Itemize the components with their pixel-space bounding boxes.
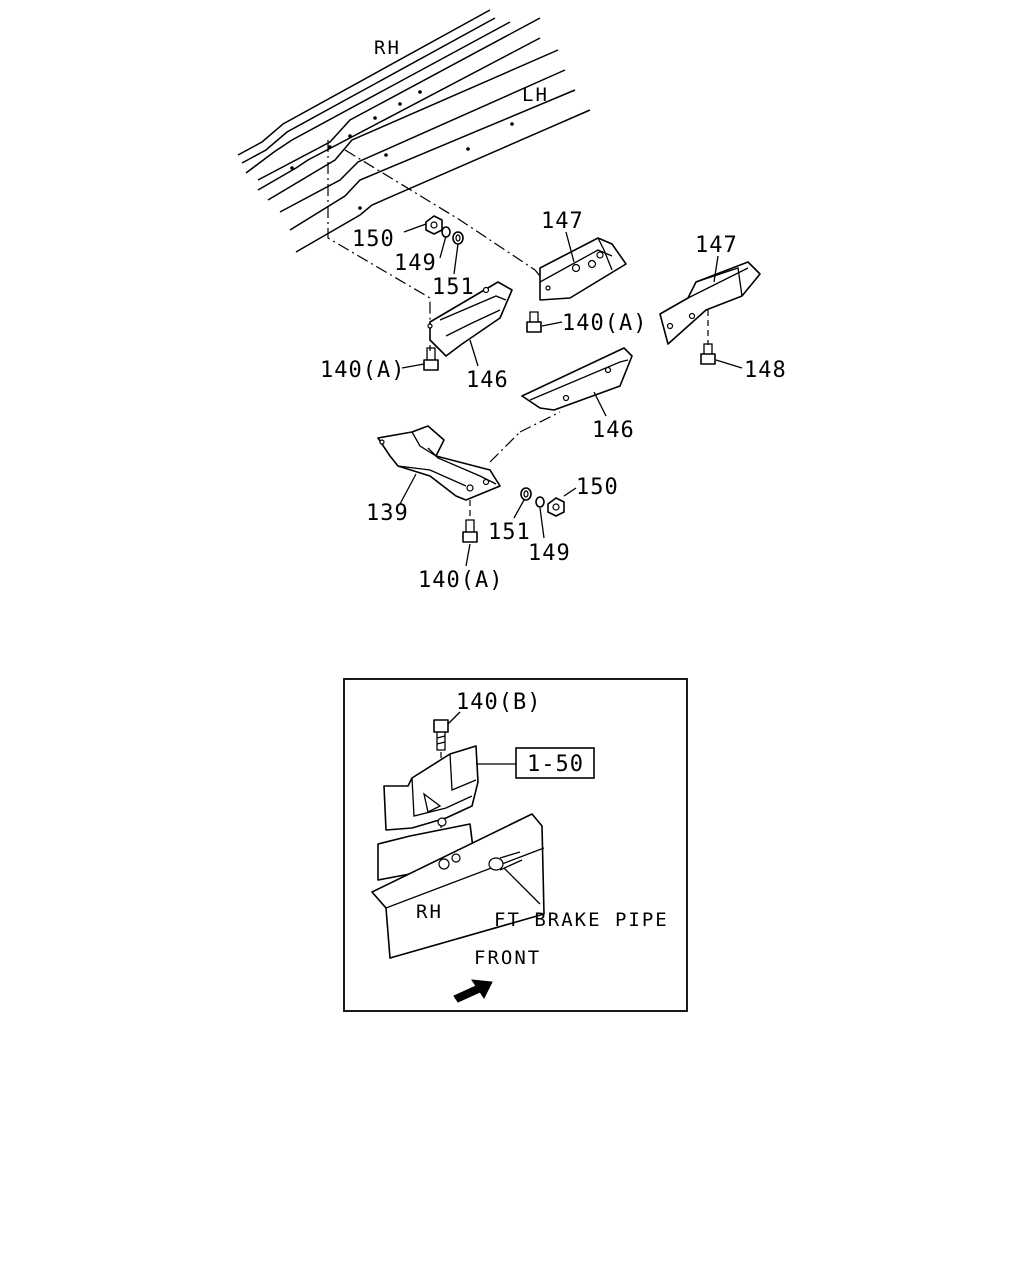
leader-lines xyxy=(399,223,743,567)
frame-rails xyxy=(237,9,591,253)
bracket-147-left xyxy=(539,237,627,301)
bolt-140a-bottom xyxy=(462,519,478,543)
label-140a-bottom: 140(A) xyxy=(418,568,503,593)
label-150-lower: 150 xyxy=(576,475,619,500)
label-lh: LH xyxy=(522,84,549,106)
bracket-139 xyxy=(377,425,501,501)
callout-labels: RH LH 147 147 150 149 151 140(A) 140(A) … xyxy=(320,37,787,593)
ref-box xyxy=(515,747,595,779)
inset-bolt-140b xyxy=(433,719,449,751)
label-140a-left: 140(A) xyxy=(320,358,405,383)
label-rh: RH xyxy=(374,37,401,59)
label-149-upper: 149 xyxy=(394,251,437,276)
bolt-148 xyxy=(700,343,716,365)
fasteners xyxy=(423,215,716,543)
bracket-147-right xyxy=(659,261,761,345)
label-151-lower: 151 xyxy=(488,520,531,545)
label-146-lower: 146 xyxy=(592,418,635,443)
label-149-lower: 149 xyxy=(528,541,571,566)
bracket-146-lower xyxy=(521,347,633,411)
inset-rh-rail xyxy=(371,813,545,959)
inset-front-label: FRONT xyxy=(474,947,541,969)
front-arrow-icon xyxy=(453,979,493,1003)
bolt-140a-left xyxy=(423,347,439,371)
label-146-upper: 146 xyxy=(466,368,509,393)
label-150-upper: 150 xyxy=(352,227,395,252)
washer-149-upper xyxy=(441,226,451,238)
inset-detail: 1-50 140(B) RH FT BRAKE PIPE FRONT xyxy=(343,678,688,1012)
label-147-right: 147 xyxy=(695,233,738,258)
label-148: 148 xyxy=(744,358,787,383)
label-151-upper: 151 xyxy=(432,275,475,300)
label-139: 139 xyxy=(366,501,409,526)
bolt-140a-upper xyxy=(526,311,542,333)
label-140a-upper: 140(A) xyxy=(562,311,647,336)
assembly-lines xyxy=(327,140,709,520)
bracket-146-upper xyxy=(427,281,513,357)
nut-150-upper xyxy=(425,215,443,235)
washer-151-lower xyxy=(520,487,532,501)
inset-pipe-label: FT BRAKE PIPE xyxy=(494,909,669,931)
label-147-left: 147 xyxy=(541,209,584,234)
nut-150-lower xyxy=(547,497,565,517)
inset-rh-label: RH xyxy=(416,901,443,923)
inset-bolt-label: 140(B) xyxy=(456,690,541,715)
washer-149-lower xyxy=(535,496,545,508)
rail-holes xyxy=(290,90,514,210)
inset-ref-label: 1-50 xyxy=(527,752,584,777)
washer-151-upper xyxy=(452,231,464,245)
inset-bracket xyxy=(383,745,479,831)
